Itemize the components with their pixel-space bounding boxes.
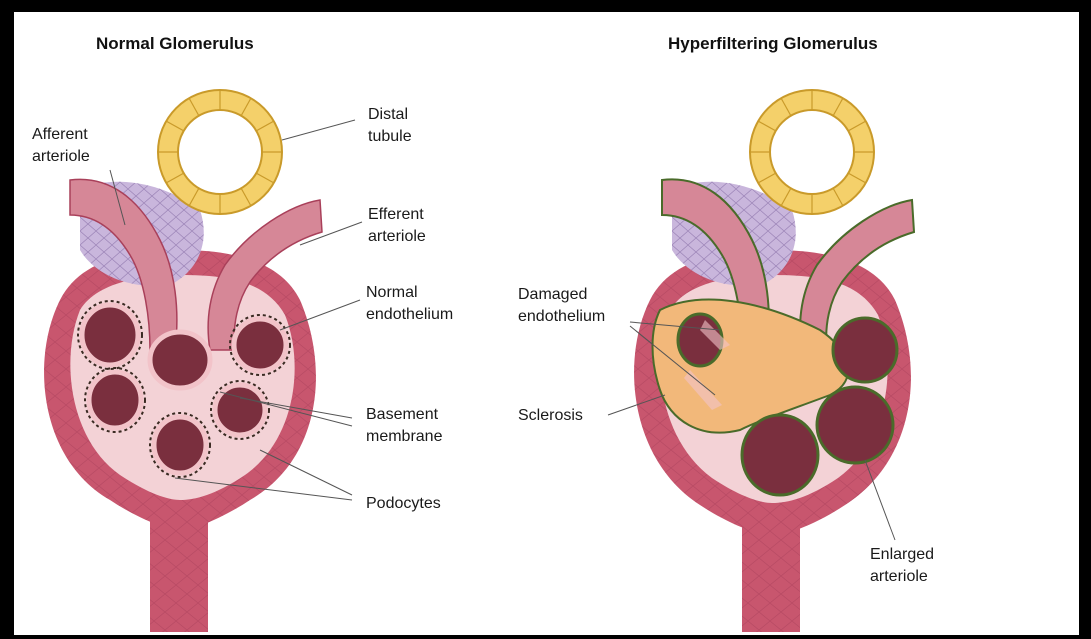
normal-glomerulus-drawing bbox=[44, 90, 362, 632]
hyperfiltering-glomerulus-drawing bbox=[608, 90, 914, 632]
label-enlarged-arteriole: Enlarged arteriole bbox=[870, 544, 934, 588]
label-normal-endothelium: Normal endothelium bbox=[366, 282, 453, 326]
label-basement-membrane: Basement membrane bbox=[366, 404, 442, 448]
label-sclerosis: Sclerosis bbox=[518, 405, 583, 427]
label-podocytes: Podocytes bbox=[366, 493, 441, 515]
label-efferent-arteriole: Efferent arteriole bbox=[368, 204, 426, 248]
label-distal-tubule: Distal tubule bbox=[368, 104, 412, 148]
label-afferent-arteriole: Afferent arteriole bbox=[32, 124, 90, 168]
title-hyperfiltering-glomerulus: Hyperfiltering Glomerulus bbox=[668, 34, 878, 54]
label-damaged-endothelium: Damaged endothelium bbox=[518, 284, 605, 328]
title-normal-glomerulus: Normal Glomerulus bbox=[96, 34, 254, 54]
